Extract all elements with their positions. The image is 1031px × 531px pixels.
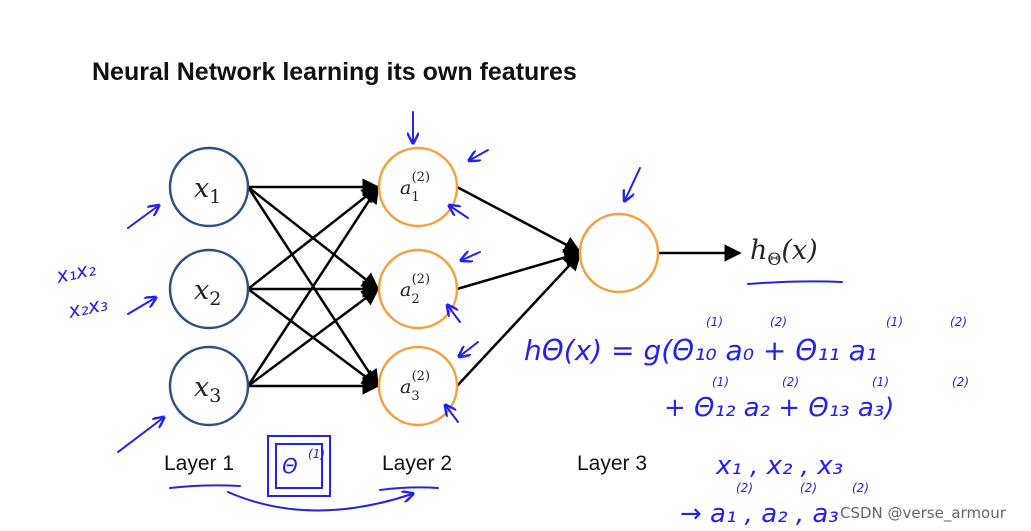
eq2-sup-4: (2) — [952, 375, 969, 389]
input-layer: x1 x2 x3 — [168, 146, 250, 427]
a-list-sup-1: (2) — [736, 481, 753, 495]
pointer-arrow-a3-right — [460, 341, 479, 356]
watermark: CSDN @verse_armour — [840, 504, 1007, 523]
eq1-sup-1: (1) — [706, 315, 723, 329]
hidden-label-2: a2(2) — [400, 272, 430, 307]
pointer-arrow-a3-bottom — [446, 406, 459, 423]
input-label-3: x3 — [194, 372, 221, 407]
layer2-underline — [379, 486, 439, 491]
theta-box-inner — [275, 443, 323, 489]
pointer-arrow-a1-bottom — [450, 206, 469, 219]
edges-layer1-to-layer2 — [246, 178, 380, 395]
output-node — [578, 212, 660, 294]
layer-label-3: Layer 3 — [577, 452, 647, 475]
edge-a2-out — [456, 249, 582, 291]
edge-a1-out — [456, 185, 582, 254]
input-variable-list: x₁ , x₂ , x₃ — [715, 451, 843, 481]
eq2-sup-1: (1) — [712, 375, 729, 389]
input-node-3 — [168, 345, 250, 427]
a-list-sup-3: (2) — [852, 481, 869, 495]
input-node-1 — [168, 146, 250, 228]
eq2-sup-3: (1) — [872, 375, 889, 389]
boxed-theta: Θ — [282, 454, 298, 478]
a-list-sup-2: (2) — [800, 481, 817, 495]
hidden-layer: a1(2) a2(2) a3(2) — [377, 146, 459, 427]
edge-x3-a1 — [246, 185, 380, 387]
pointer-arrow-output — [625, 167, 641, 200]
edges-layer2-to-layer3 — [456, 185, 742, 387]
feature-note-2: x₂x₃ — [65, 291, 110, 323]
pointer-arrow-a2-right — [462, 252, 481, 260]
hidden-node-3 — [377, 345, 459, 427]
edge-x3-a2 — [247, 287, 380, 388]
theta-box — [267, 435, 331, 497]
pointer-arrow-x2 — [127, 298, 155, 315]
hidden-label-1: a1(2) — [400, 170, 430, 205]
hidden-label-3: a3(2) — [400, 369, 430, 404]
input-label-1: x1 — [194, 173, 221, 208]
layer-label-2: Layer 2 — [382, 452, 452, 475]
hypothesis-underline — [747, 280, 843, 285]
edge-x2-a1 — [247, 185, 380, 290]
pointer-arrow-a2-bottom — [448, 306, 461, 323]
eq1-sup-3: (1) — [886, 315, 903, 329]
pointer-arrow-a1-right — [470, 149, 489, 160]
edge-a3-out — [456, 252, 582, 387]
boxed-theta-sup: (1) — [308, 447, 325, 461]
feature-note-1: x₁x₂ — [53, 256, 98, 288]
equation-line-2: + Θ₁₂ a₂ + Θ₁₃ a₃) — [664, 393, 894, 423]
eq2-sup-2: (2) — [782, 375, 799, 389]
layer-transition-arrow — [227, 492, 412, 512]
hypothesis-label: hΘ(x) — [750, 235, 818, 270]
pointer-arrow-x3 — [117, 418, 163, 453]
pointer-arrow-x1 — [127, 206, 158, 229]
diagram-title: Neural Network learning its own features — [92, 58, 577, 86]
hidden-node-2 — [377, 248, 459, 330]
eq1-sup-4: (2) — [950, 315, 967, 329]
handwritten-annotations — [117, 111, 843, 512]
activation-list: → a₁ , a₂ , a₃ — [680, 499, 839, 529]
layer1-underline — [169, 484, 241, 489]
equation-line-1: hΘ(x) = g(Θ₁₀ a₀ + Θ₁₁ a₁ — [524, 334, 877, 367]
input-label-2: x2 — [194, 275, 221, 310]
hidden-node-1 — [377, 146, 459, 228]
layer-label-1: Layer 1 — [164, 452, 234, 475]
input-node-2 — [168, 248, 250, 330]
eq1-sup-2: (2) — [770, 315, 787, 329]
